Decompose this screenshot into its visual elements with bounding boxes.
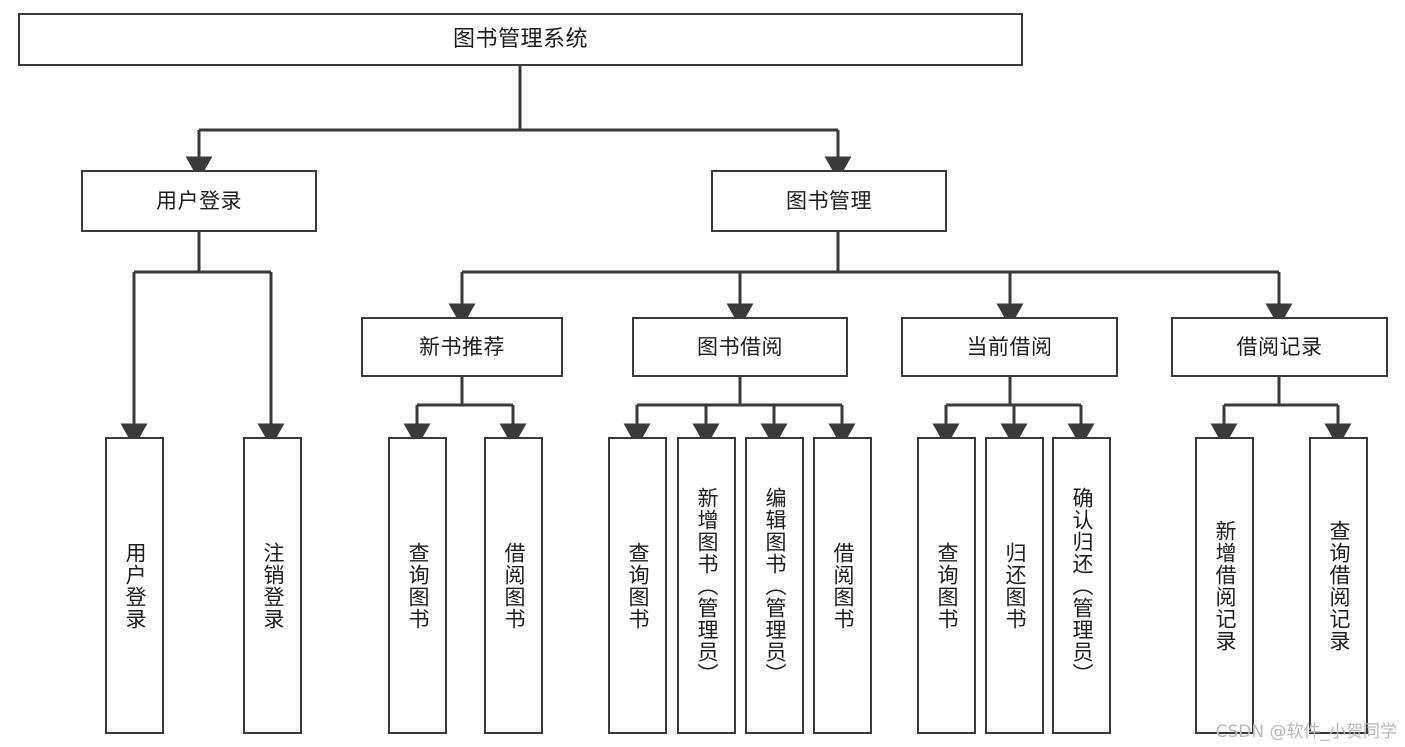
- leaf-user-login[interactable]: 用户登录: [105, 437, 164, 734]
- node-label: 借阅图书: [830, 541, 855, 630]
- node-book-management[interactable]: 图书管理: [711, 170, 947, 232]
- leaf-query-borrow-record[interactable]: 查询借阅记录: [1309, 437, 1368, 734]
- node-label: 用户登录: [156, 188, 242, 213]
- node-label: 归还图书: [1002, 541, 1027, 630]
- node-label: 用户登录: [122, 541, 147, 630]
- node-label: 查询图书: [405, 541, 430, 630]
- leaf-add-book-admin[interactable]: 新增图书（管理员）: [677, 437, 736, 734]
- node-label: 查询图书: [934, 541, 959, 630]
- leaf-query-book-borrow[interactable]: 查询图书: [608, 437, 667, 734]
- node-label: 确认归还（管理员）: [1069, 486, 1094, 685]
- leaf-borrow-book[interactable]: 借阅图书: [813, 437, 872, 734]
- node-label: 图书借阅: [697, 334, 783, 359]
- node-label: 新增图书（管理员）: [694, 486, 719, 685]
- node-label: 借阅图书: [501, 541, 526, 630]
- leaf-user-logout[interactable]: 注销登录: [243, 437, 302, 734]
- leaf-add-borrow-record[interactable]: 新增借阅记录: [1195, 437, 1254, 734]
- node-label: 新增借阅记录: [1212, 519, 1237, 652]
- leaf-borrow-book-recommend[interactable]: 借阅图书: [484, 437, 543, 734]
- node-label: 注销登录: [260, 541, 285, 630]
- node-label: 当前借阅: [966, 334, 1053, 359]
- leaf-return-book[interactable]: 归还图书: [985, 437, 1044, 734]
- node-label: 新书推荐: [419, 334, 505, 359]
- node-label: 借阅记录: [1236, 334, 1323, 359]
- leaf-query-book-current[interactable]: 查询图书: [917, 437, 976, 734]
- node-label: 图书管理系统: [452, 26, 588, 52]
- node-label: 查询借阅记录: [1326, 519, 1351, 652]
- csdn-watermark: CSDN @软件_小贺同学: [1215, 722, 1397, 742]
- node-new-book-recommend[interactable]: 新书推荐: [361, 317, 563, 377]
- node-user-login[interactable]: 用户登录: [81, 170, 317, 232]
- leaf-confirm-return-admin[interactable]: 确认归还（管理员）: [1052, 437, 1111, 734]
- leaf-query-book-recommend[interactable]: 查询图书: [388, 437, 447, 734]
- node-book-borrow[interactable]: 图书借阅: [632, 317, 848, 377]
- node-current-borrow[interactable]: 当前借阅: [901, 317, 1118, 377]
- node-root-book-management-system[interactable]: 图书管理系统: [18, 13, 1023, 66]
- node-label: 查询图书: [625, 541, 650, 630]
- node-label: 编辑图书（管理员）: [762, 486, 787, 685]
- node-label: 图书管理: [786, 188, 872, 213]
- leaf-edit-book-admin[interactable]: 编辑图书（管理员）: [745, 437, 804, 734]
- node-borrow-record[interactable]: 借阅记录: [1171, 317, 1388, 377]
